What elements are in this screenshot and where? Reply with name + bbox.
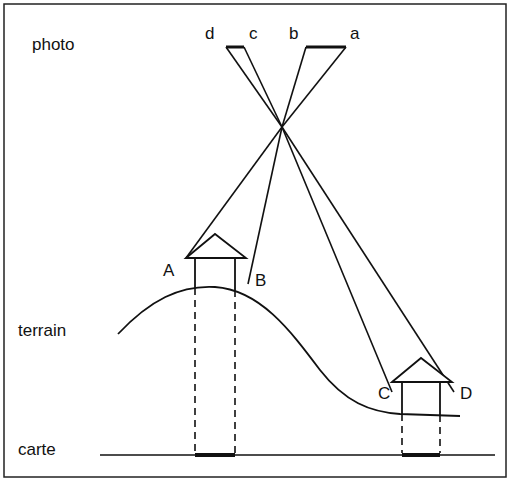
map-line [100,454,495,456]
terrain-profile [118,287,460,416]
projection-lines [195,288,440,453]
ray [282,47,306,127]
projection-line [439,415,441,453]
map-footprint [402,453,440,457]
ray [244,47,282,127]
ray [282,127,454,392]
frame [4,4,506,477]
ray [282,47,346,127]
section-label: carte [18,441,56,458]
projection-line [401,414,403,453]
rays [186,47,454,392]
point-label: c [249,25,258,42]
ray [248,127,282,284]
point-label: B [255,272,266,289]
projection-line [194,288,196,453]
section-label: photo [32,36,75,53]
section-label: terrain [18,322,66,339]
point-label: d [205,25,214,42]
point-label: D [460,385,472,402]
point-label: a [350,25,359,42]
house-walls [402,380,440,415]
house-walls [195,258,235,290]
house-roof [186,234,246,258]
point-label: C [378,385,390,402]
image-segment [226,46,244,49]
point-label: b [289,25,298,42]
map-footprint [195,453,235,457]
point-label: A [163,262,174,279]
image-segment [306,46,346,49]
house-roof [392,358,452,382]
ray [226,47,282,127]
ray [282,127,392,392]
projection-line [234,290,236,453]
